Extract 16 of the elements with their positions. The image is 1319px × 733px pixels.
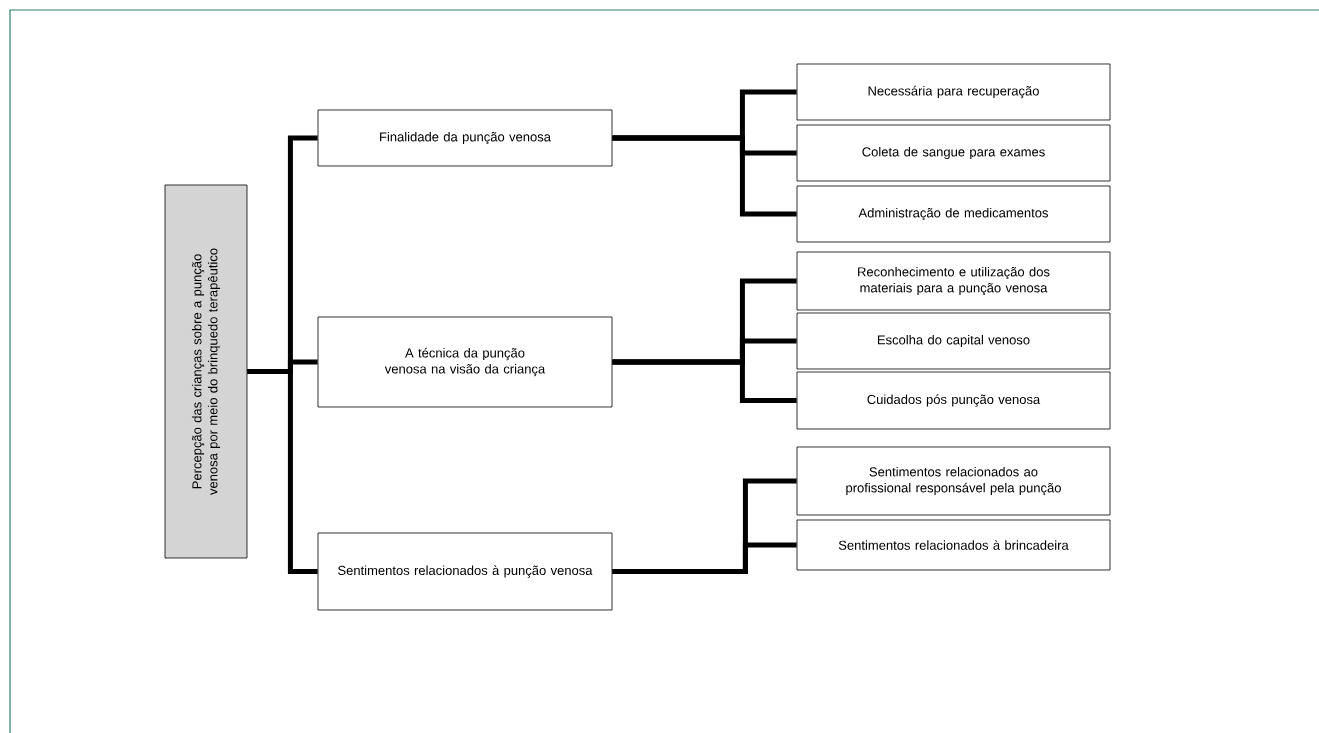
connector-line	[612, 359, 797, 403]
subcategory-box: Administração de medicamentos	[796, 185, 1111, 243]
connector-line	[612, 135, 797, 217]
subcategory-box: Reconhecimento e utilização dos materiais para a punção venosa	[796, 251, 1111, 311]
subcategory-box: Coleta de sangue para exames	[796, 124, 1111, 182]
subcategory-box: Necessária para recuperação	[796, 63, 1111, 121]
category-box: Finalidade da punção venosa	[317, 109, 613, 167]
category-box: Sentimentos relacionados à punção venosa	[317, 532, 613, 611]
category-box: A técnica da punção venosa na visão da criança	[317, 316, 613, 408]
subcategory-box: Cuidados pós punção venosa	[796, 371, 1111, 430]
subcategory-box: Sentimentos relacionados ao profissional responsável pela punção	[796, 446, 1111, 516]
subcategory-box: Escolha do capital venoso	[796, 312, 1111, 370]
topic-box: Percepção das crianças sobre a punção venosa por meio do brinquedo terapêutico	[164, 184, 248, 559]
subcategory-box: Sentimentos relacionados à brincadeira	[796, 519, 1111, 571]
connector-line	[612, 542, 797, 574]
connector-line	[247, 369, 318, 574]
